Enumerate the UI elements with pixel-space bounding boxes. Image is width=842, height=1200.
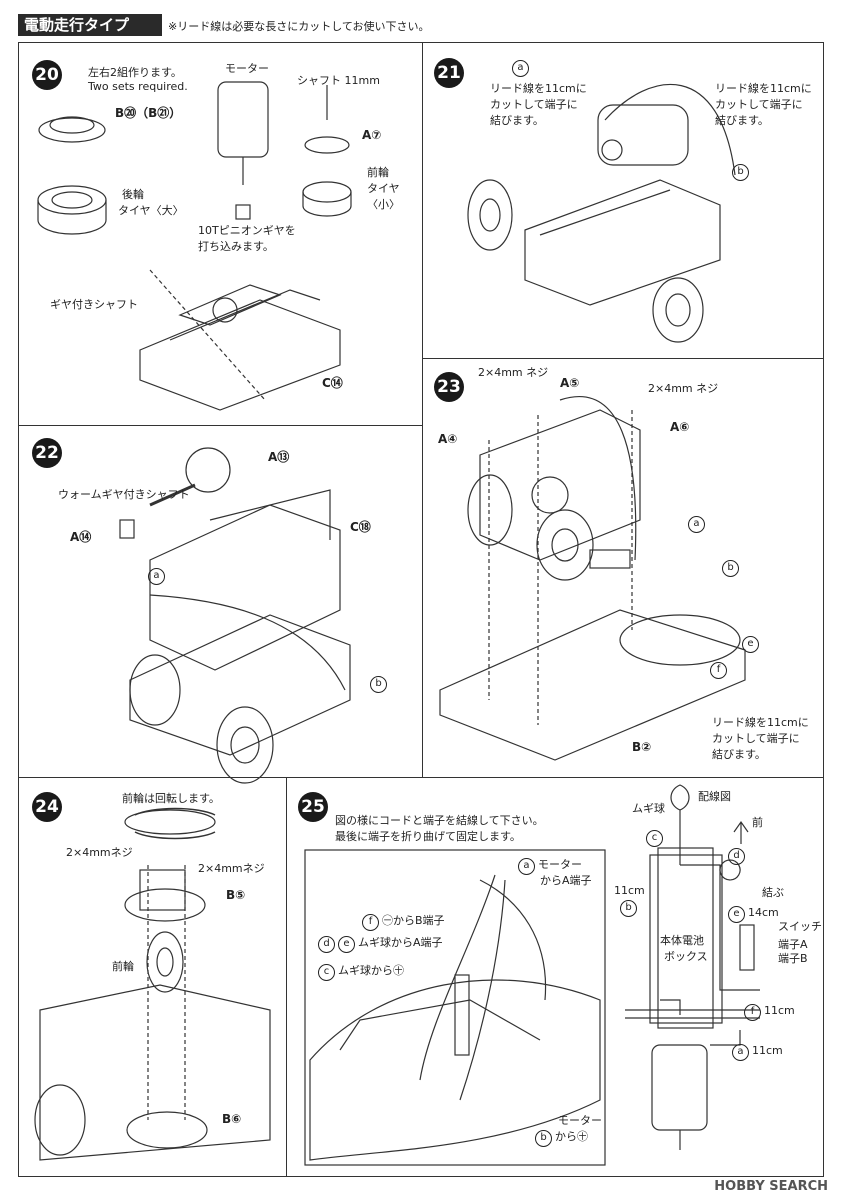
s22-c18: C⑱ xyxy=(350,520,371,534)
watermark: HOBBY SEARCH xyxy=(714,1179,828,1194)
s20-sets-en: Two sets required. xyxy=(88,80,188,93)
wiring-switch: スイッチ xyxy=(778,920,822,933)
s20-motor: モーター xyxy=(225,62,269,75)
s20-c14: C⑭ xyxy=(322,376,343,390)
wiring-title: 配線図 xyxy=(698,790,731,803)
wiring-battery-1: 本体電池 xyxy=(660,934,704,947)
s21-b-marker: b xyxy=(732,164,752,181)
divider-left xyxy=(18,42,19,1177)
s23-f-marker: f xyxy=(710,662,730,679)
s23-lead-1: リード線を11cmに xyxy=(712,716,809,729)
s23-screw-2: 2×4mm ネジ xyxy=(648,382,719,395)
s25-label-b: モーター xyxy=(558,1114,602,1127)
divider-21-23 xyxy=(422,358,824,359)
wiring-len-b: 11cm xyxy=(614,884,645,897)
s20-front-tire: タイヤ xyxy=(367,182,400,195)
s23-b-marker: b xyxy=(722,560,742,577)
s20-rear-tire: 後輪 xyxy=(122,188,144,201)
step-20-badge: 20 xyxy=(32,60,62,90)
divider-top xyxy=(18,42,824,43)
cut-note: ※リード線は必要な長さにカットしてお使い下さい。 xyxy=(168,20,430,33)
s22-a13: A⑬ xyxy=(268,450,290,464)
step-25-badge: 25 xyxy=(298,792,328,822)
s20-shaft: シャフト 11mm xyxy=(297,74,380,87)
s20-pinion-1: 10Tピニオンギヤを xyxy=(198,224,296,237)
s20-pinion-2: 打ち込みます。 xyxy=(198,240,274,253)
s20-rear-tire-large: タイヤ〈大〉 xyxy=(118,204,184,217)
step-22-badge: 22 xyxy=(32,438,62,468)
s23-screw-1: 2×4mm ネジ xyxy=(478,366,549,379)
divider-right xyxy=(823,42,824,1177)
s25-instruction-1: 図の様にコードと端子を結線して下さい。 xyxy=(335,814,544,827)
s21-leadb-1: リード線を11cmに xyxy=(715,82,812,95)
s24-rotate-note: 前輪は回転します。 xyxy=(122,792,220,805)
s24-front-wheel: 前輪 xyxy=(112,960,134,973)
s24-screw-2: 2×4mmネジ xyxy=(198,862,265,875)
wiring-b: b xyxy=(620,900,640,917)
wiring-d: d xyxy=(728,848,748,865)
s24-screw-1: 2×4mmネジ xyxy=(66,846,133,859)
step-23-badge: 23 xyxy=(434,372,464,402)
s24-b6: B⑥ xyxy=(222,1112,242,1126)
wiring-term-a: 端子A xyxy=(778,938,808,951)
page-title: 電動走行タイプ xyxy=(18,14,162,36)
s20-a7: A⑦ xyxy=(362,128,382,142)
s23-a-marker: a xyxy=(688,516,708,533)
step-21-badge: 21 xyxy=(434,58,464,88)
s21-lead-1: リード線を11cmに xyxy=(490,82,587,95)
wiring-battery-2: ボックス xyxy=(664,950,708,963)
divider-vertical xyxy=(422,42,423,777)
wiring-term-b: 端子B xyxy=(778,952,808,965)
s21-leadb-2: カットして端子に xyxy=(715,98,803,111)
step-24-badge: 24 xyxy=(32,792,62,822)
wiring-bulb: ムギ球 xyxy=(632,802,665,815)
divider-mid xyxy=(18,777,824,778)
s25-label-a2: からA端子 xyxy=(540,874,592,887)
s23-a4: A④ xyxy=(438,432,458,446)
s23-lead-2: カットして端子に xyxy=(712,732,800,745)
wiring-front: 前 xyxy=(752,816,763,829)
s21-leadb-3: 結びます。 xyxy=(715,114,769,127)
wiring-c: c xyxy=(646,830,666,847)
s21-a-marker: a xyxy=(512,60,532,77)
s22-worm-shaft: ウォームギヤ付きシャフト xyxy=(58,488,190,501)
s23-e-marker: e xyxy=(742,636,762,653)
s21-lead-3: 結びます。 xyxy=(490,114,544,127)
s23-lead-3: 結びます。 xyxy=(712,748,766,761)
s24-b5: B⑤ xyxy=(226,888,246,902)
s20-part-b20: B⑳（B㉑） xyxy=(115,106,182,120)
s20-front-wheel: 前輪 xyxy=(367,166,389,179)
divider-20-22 xyxy=(18,425,423,426)
divider-24-25 xyxy=(286,777,287,1177)
s23-b2: B② xyxy=(632,740,652,754)
s23-a6: A⑥ xyxy=(670,420,690,434)
s25-instruction-2: 最後に端子を折り曲げて固定します。 xyxy=(335,830,521,843)
s22-a14: A⑭ xyxy=(70,530,92,544)
wiring-tie: 結ぶ xyxy=(762,886,784,899)
s23-a5: A⑤ xyxy=(560,376,580,390)
s20-gear-shaft: ギヤ付きシャフト xyxy=(50,298,138,311)
divider-bottom xyxy=(18,1176,824,1177)
s20-sets-jp: 左右2組作ります。 xyxy=(88,66,182,79)
s20-front-tire-small: 〈小〉 xyxy=(367,198,400,211)
s21-lead-2: カットして端子に xyxy=(490,98,578,111)
s22-b-marker: b xyxy=(370,676,390,693)
s22-a-marker: a xyxy=(148,568,168,585)
